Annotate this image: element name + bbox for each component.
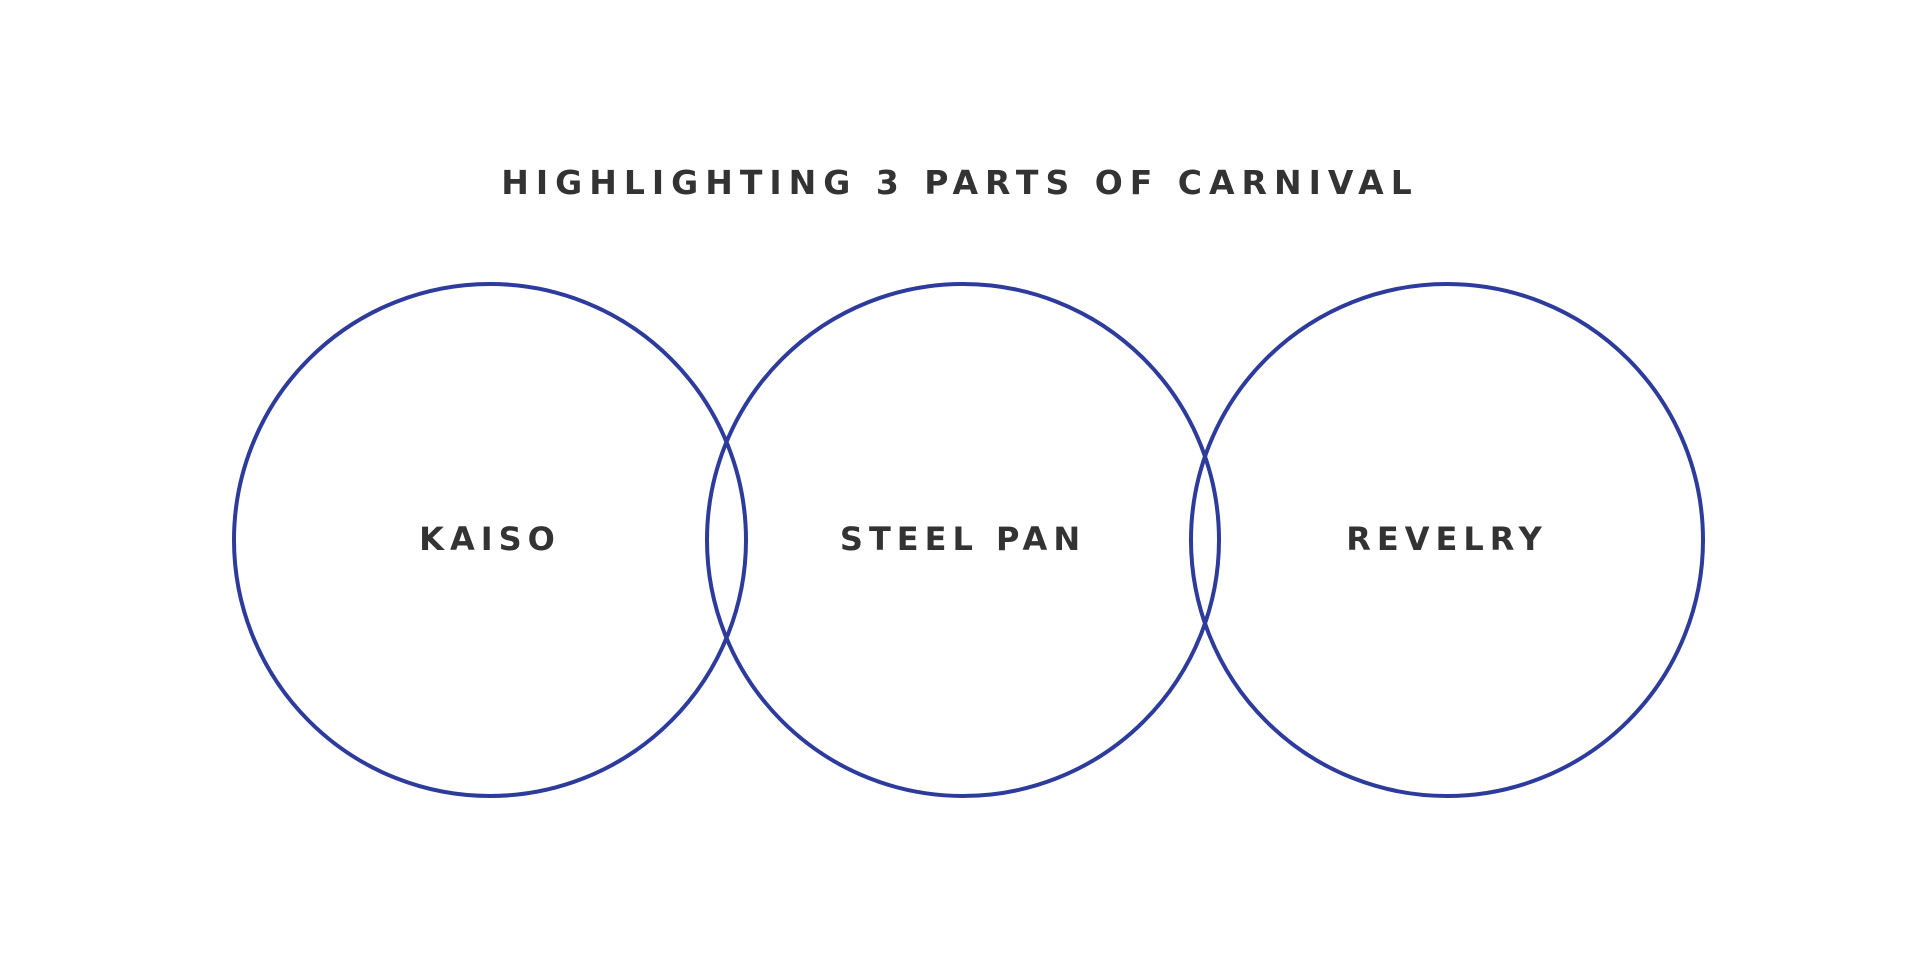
label-steel-pan: STEEL PAN [839, 520, 1087, 558]
label-revelry: REVELRY [1346, 520, 1548, 558]
diagram-title: HIGHLIGHTING 3 PARTS OF CARNIVAL [501, 163, 1419, 202]
circle-kaiso [232, 282, 748, 798]
label-kaiso: KAISO [419, 520, 561, 558]
circle-steel-pan [705, 282, 1221, 798]
circle-revelry [1189, 282, 1705, 798]
